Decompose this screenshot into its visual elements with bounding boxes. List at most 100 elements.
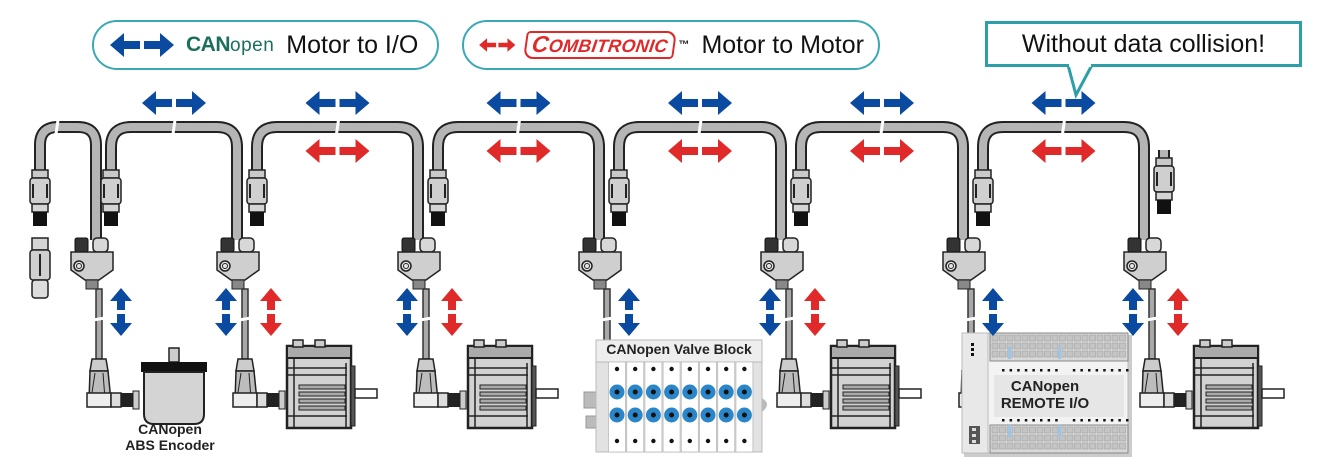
- legend-canopen: CANopen Motor to I/O: [92, 20, 439, 70]
- cable-break: [879, 119, 885, 135]
- canopen-drop-arrow-icon: [618, 288, 640, 336]
- drop-cable: [1139, 288, 1193, 410]
- combitronic-logo-rest: OMBITRONIC: [546, 36, 669, 56]
- bus-segment-fill: [434, 123, 603, 240]
- cable-break: [54, 119, 60, 135]
- servo-motor: [285, 338, 379, 430]
- remote-io-label: CANopen REMOTE I/O: [990, 378, 1100, 412]
- canopen-logo-light: open: [230, 35, 275, 56]
- callout-pointer: [1066, 63, 1094, 99]
- legend-combitronic: COMBITRONIC ™ Motor to Motor: [462, 20, 880, 70]
- abs-encoder: [141, 347, 207, 425]
- tee-connector: [216, 237, 260, 290]
- canopen-drop-arrow-icon: [215, 288, 237, 336]
- drop-cable: [232, 288, 286, 410]
- cable-break: [1145, 316, 1159, 322]
- cable-break: [516, 119, 521, 135]
- bus-connector: [100, 169, 122, 227]
- canopen-logo: CANopen: [186, 33, 274, 57]
- valve-slice: [680, 361, 699, 453]
- bus-segment-fill: [797, 123, 967, 240]
- canopen-drop-arrow-icon: [982, 288, 1004, 336]
- bus-segment: [105, 121, 243, 240]
- end-connector: [1153, 157, 1175, 215]
- collision-callout: Without data collision!: [985, 21, 1302, 67]
- bus-connector: [608, 169, 630, 227]
- remote-io-label-line2: REMOTE I/O: [1000, 395, 1090, 412]
- drop-cable: [776, 288, 830, 410]
- combitronic-bus-arrow-icon: [1031, 139, 1096, 163]
- bus-segment: [613, 121, 787, 240]
- encoder-label-line2: ABS Encoder: [125, 437, 215, 453]
- cable-break: [964, 316, 978, 322]
- servo-motor: [829, 338, 923, 430]
- canopen-bus-arrow-icon: [486, 91, 551, 115]
- bus-segment-fill: [107, 123, 241, 240]
- bus-segment: [795, 121, 969, 240]
- bus-segment: [977, 121, 1150, 240]
- callout-text: Without data collision!: [1021, 29, 1266, 58]
- valve-slice: [608, 361, 626, 453]
- canopen-bus-arrow-icon: [668, 91, 732, 115]
- canopen-drop-arrow-icon: [759, 288, 781, 336]
- canopen-drop-arrow-icon: [396, 288, 418, 336]
- trademark-symbol: ™: [678, 39, 690, 51]
- canopen-drop-arrow-icon: [110, 288, 132, 336]
- end-cable-fill: [36, 123, 100, 240]
- devices: [141, 332, 1286, 457]
- canopen-drop-arrow-icon: [1122, 288, 1144, 336]
- legend-combitronic-label: Motor to Motor: [701, 30, 864, 59]
- cable-break: [419, 316, 433, 322]
- terminator-connector: [29, 169, 51, 227]
- bus-segment-fill: [253, 123, 422, 240]
- combitronic-bus-arrow-icon: [850, 139, 914, 163]
- servo-motor: [1192, 338, 1286, 430]
- terminator-female: [29, 237, 51, 299]
- bus-segment: [251, 121, 424, 240]
- combitronic-drop-arrow-icon: [1167, 288, 1189, 336]
- drop-cable: [86, 288, 140, 410]
- tee-connector: [760, 237, 804, 290]
- valve-block-label: CANopen Valve Block: [606, 341, 752, 357]
- drop-cable: [413, 288, 467, 410]
- tee-connector: [1123, 237, 1167, 290]
- valve-slice: [644, 361, 663, 453]
- combitronic-arrow-icon: [479, 38, 516, 52]
- combitronic-drop-arrow-icon: [441, 288, 463, 336]
- canopen-bus-arrow-icon: [305, 91, 370, 115]
- tee-connector: [70, 237, 114, 290]
- remote-io-label-line1: CANopen: [1010, 378, 1080, 395]
- valve-slice: [662, 361, 681, 453]
- canopen-logo-bold: CAN: [186, 33, 231, 56]
- tee-connector: [578, 237, 622, 290]
- cable-break: [335, 119, 340, 135]
- encoder-label: CANopen ABS Encoder: [120, 421, 220, 453]
- valve-slice: [699, 361, 717, 453]
- bus-segment: [432, 121, 605, 240]
- combitronic-drop-arrow-icon: [804, 288, 826, 336]
- bus-segment-fill: [979, 123, 1148, 240]
- encoder-label-line1: CANopen: [138, 421, 202, 437]
- combitronic-bus-arrow-icon: [486, 139, 551, 163]
- cable-break: [92, 316, 106, 322]
- legend-canopen-label: Motor to I/O: [286, 30, 419, 59]
- combitronic-drop-arrow-icon: [260, 288, 282, 336]
- cable-break: [1061, 119, 1066, 135]
- valve-block: [583, 339, 767, 453]
- cable-break: [171, 119, 177, 135]
- tee-connector: [397, 237, 441, 290]
- cable-break: [697, 119, 703, 135]
- servo-motor: [466, 338, 560, 430]
- valve-slice: [735, 361, 754, 453]
- valve-slice: [626, 361, 645, 453]
- canopen-bus-arrow-icon: [142, 91, 206, 115]
- bus-connector: [427, 169, 449, 227]
- bus-connector: [246, 169, 268, 227]
- canopen-arrow-icon: [110, 33, 174, 57]
- tee-connector: [942, 237, 986, 290]
- bus-connector: [972, 169, 994, 227]
- bus-connector: [790, 169, 812, 227]
- combitronic-bus-arrow-icon: [305, 139, 370, 163]
- bus-cable: [34, 119, 1170, 240]
